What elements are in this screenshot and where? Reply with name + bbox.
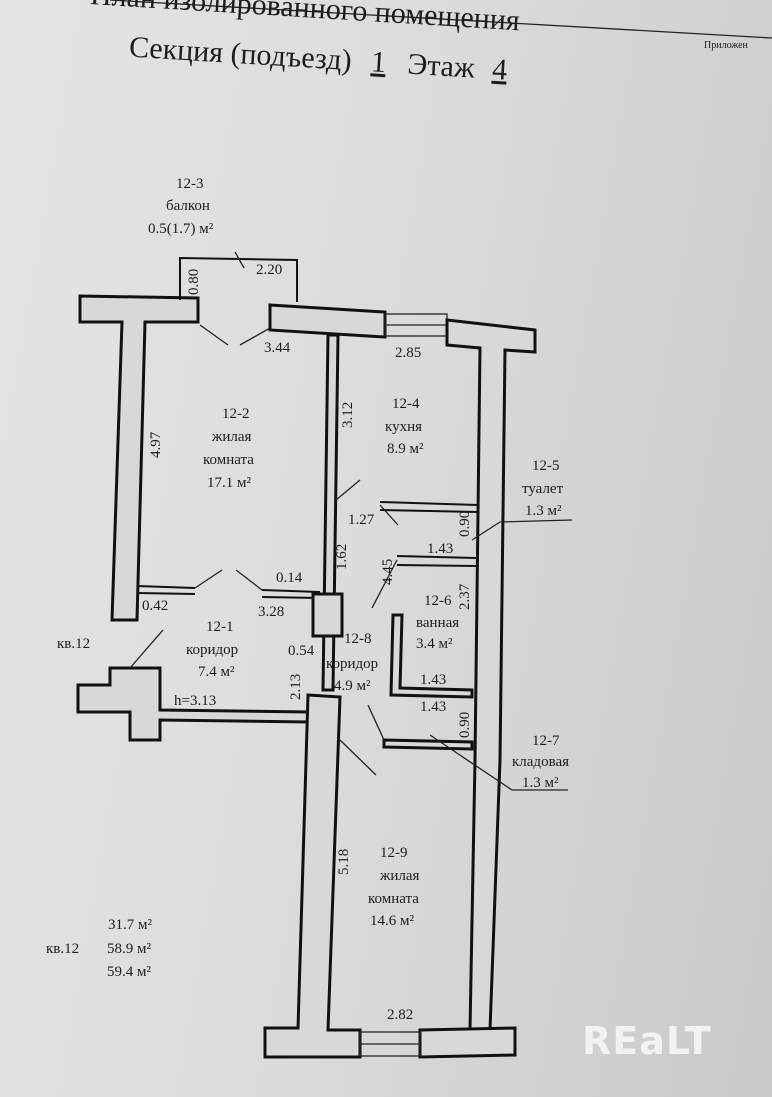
room-12-8-area: 4.9 м²: [334, 678, 371, 694]
living-area: 31.7 м²: [108, 917, 152, 933]
dim-bath-width: 1.43: [420, 672, 446, 688]
column: [311, 592, 344, 638]
room-12-7-name: кладовая: [512, 754, 569, 770]
dim-balcony-depth: 0.80: [186, 269, 202, 295]
room-12-4-area: 8.9 м²: [387, 441, 424, 457]
dim-toilet-width: 1.27: [348, 512, 375, 528]
section-number: 1: [370, 45, 387, 79]
door-swings: [129, 251, 573, 791]
dim-room2-depth: 4.97: [148, 431, 164, 458]
room-12-4-id: 12-4: [392, 396, 420, 412]
dim-bath-len: 4.45: [380, 559, 396, 585]
dim-042: 0.42: [142, 598, 168, 614]
room-12-4-name: кухня: [385, 419, 422, 435]
apartment-label-total: кв.12: [46, 941, 79, 957]
wall-top-middle: [268, 303, 387, 339]
room-12-5-name: туалет: [522, 481, 564, 497]
dim-kitchen-width: 2.85: [395, 345, 421, 361]
wall-bottom-right: [418, 1026, 517, 1059]
room-12-9-area: 14.6 м²: [370, 913, 414, 929]
dim-toilet-width2: 1.43: [427, 541, 453, 557]
dim-room9-width: 2.82: [387, 1007, 413, 1023]
room-12-3-area: 0.5(1.7) м²: [148, 221, 214, 237]
dim-bath-depth: 2.37: [457, 583, 473, 610]
floor-label: Этаж: [407, 48, 476, 85]
dim-toilet-depth: 0.90: [457, 511, 473, 537]
room-12-6-id: 12-6: [424, 593, 452, 609]
corner-note: Приложен: [704, 40, 749, 51]
dim-kitchen-depth: 3.12: [340, 402, 356, 428]
title-line2: Секция (подъезд) 1 Этаж 4: [128, 31, 508, 87]
room-12-8-name: коридор: [326, 656, 378, 672]
room-12-9-name2: комната: [368, 891, 419, 907]
room-12-8-id: 12-8: [344, 631, 372, 647]
bath-partition: [389, 613, 474, 699]
apartment-summary: кв.12 31.7 м² кв.12 58.9 м² 59.4 м²: [46, 636, 152, 980]
room2-bottom-right: [261, 589, 321, 599]
wall-bottom-left: [263, 693, 362, 1059]
realt-watermark-logo: REaLT: [582, 1019, 712, 1063]
room-12-9-name1: жилая: [379, 868, 420, 884]
dim-room9-depth: 5.18: [336, 849, 352, 875]
room-12-6-name: ванная: [416, 615, 459, 631]
total-area: 58.9 м²: [107, 941, 151, 957]
wall-right: [445, 318, 537, 1032]
dim-height: h=3.13: [174, 693, 216, 709]
room-12-7-area: 1.3 м²: [522, 775, 559, 791]
dim-054: 0.54: [288, 643, 315, 659]
room-12-1-area: 7.4 м²: [198, 664, 235, 680]
room-12-9-id: 12-9: [380, 845, 408, 861]
dim-213: 2.13: [288, 674, 304, 700]
room-12-2-area: 17.1 м²: [207, 475, 251, 491]
room-12-5-area: 1.3 м²: [525, 503, 562, 519]
dim-corridor8-len: 1.62: [334, 544, 350, 570]
room-12-6-area: 3.4 м²: [416, 636, 453, 652]
dim-014: 0.14: [276, 570, 303, 586]
dim-storage-depth: 0.90: [457, 712, 473, 738]
room2-bottom-left: [136, 585, 196, 595]
room-12-2-name2: комната: [203, 452, 254, 468]
total-area-balcony: 59.4 м²: [107, 964, 151, 980]
dim-storage-width: 1.43: [420, 699, 446, 715]
room-12-3-name: балкон: [166, 198, 210, 214]
apartment-label: кв.12: [57, 636, 90, 652]
section-label: Секция (подъезд): [128, 31, 352, 78]
room-12-7-id: 12-7: [532, 733, 560, 749]
storage-partition: [382, 738, 474, 751]
wall-top-left: [78, 294, 200, 622]
floor-number: 4: [491, 53, 508, 87]
dim-corridor1-width: 3.28: [258, 604, 284, 620]
room-12-1-name: коридор: [186, 642, 238, 658]
toilet-top-partition: [379, 501, 479, 513]
room-12-5-id: 12-5: [532, 458, 560, 474]
dimension-labels: 0.80 2.20 3.44 4.97 2.85 3.12 1.27 0.90 …: [142, 262, 473, 1023]
entrance-wall: [76, 666, 310, 742]
room-12-2-id: 12-2: [222, 406, 250, 422]
walls: [76, 256, 537, 1059]
toilet-bottom-partition: [396, 555, 477, 567]
room-12-2-name1: жилая: [211, 429, 252, 445]
dim-room2-width: 3.44: [264, 340, 291, 356]
room-12-1-id: 12-1: [206, 619, 234, 635]
dim-balcony-width: 2.20: [256, 262, 282, 278]
room-labels: 12-3 балкон 0.5(1.7) м² 12-2 жилая комна…: [148, 176, 569, 929]
room-12-3-id: 12-3: [176, 176, 204, 192]
